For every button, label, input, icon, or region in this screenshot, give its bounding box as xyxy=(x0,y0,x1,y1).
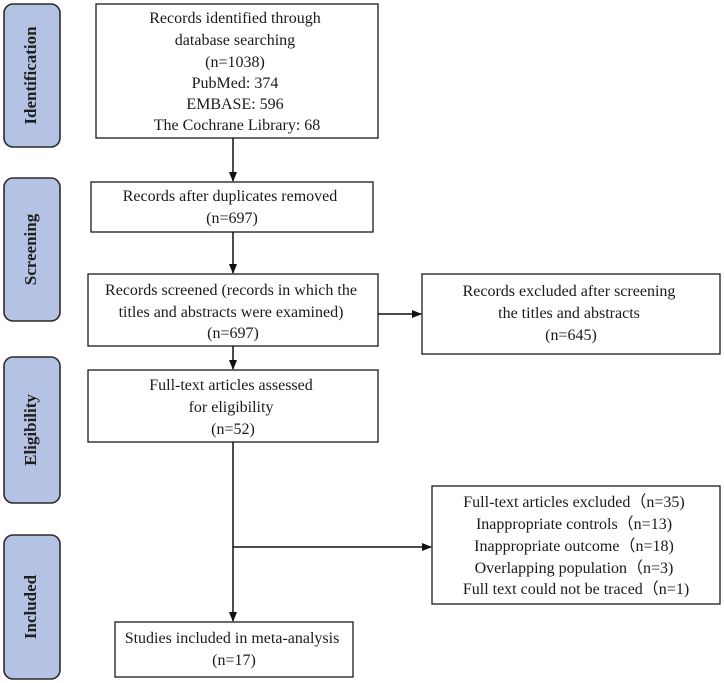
box-records-identified-line: PubMed: 374 xyxy=(192,75,279,92)
svg-text:Records screened (records in w: Records screened (records in which the t… xyxy=(105,282,361,342)
stage-screening-label: Screening xyxy=(21,213,40,285)
stage-screening: Screening xyxy=(3,177,61,322)
box-fulltext-excluded-line: Inappropriate outcome（n=18) xyxy=(474,537,674,555)
box-fulltext-assessed-line: (n=52) xyxy=(211,421,255,438)
box-fulltext-assessed-line: for eligibility xyxy=(189,399,274,416)
box-fulltext-assessed-line: Full-text articles assessed xyxy=(149,377,313,394)
box-records-excluded-line: the titles and abstracts xyxy=(498,305,640,322)
stage-identification-label: Identification xyxy=(21,26,40,125)
box-records-identified-line: EMBASE: 596 xyxy=(186,96,283,113)
stage-eligibility-label: Eligibility xyxy=(21,394,40,466)
stage-identification: Identification xyxy=(3,3,61,148)
box-records-identified-line: database searching xyxy=(175,32,295,49)
box-studies-included-line: Studies included in meta-analysis xyxy=(125,630,340,647)
box-records-screened-line: (n=697) xyxy=(207,325,259,342)
box-duplicates-removed-line: Records after duplicates removed xyxy=(123,188,338,205)
svg-text:Records identified through: Records identified through database sear… xyxy=(149,10,325,134)
box-duplicates-removed: Records after duplicates removed (n=697) xyxy=(90,181,374,233)
box-fulltext-assessed: Full-text articles assessed for eligibil… xyxy=(87,369,379,443)
svg-text:Full-text articles excluded（n=: Full-text articles excluded（n=35) Inappr… xyxy=(463,493,689,598)
stage-eligibility: Eligibility xyxy=(3,356,61,504)
stage-included: Included xyxy=(3,534,61,680)
box-fulltext-excluded-line: Full text could not be traced（n=1) xyxy=(463,580,689,598)
box-studies-included-line: (n=17) xyxy=(212,652,256,669)
box-records-identified: Records identified through database sear… xyxy=(95,3,379,139)
box-studies-included: Studies included in meta-analysis (n=17) xyxy=(114,621,354,678)
stage-included-label: Included xyxy=(21,574,40,639)
box-fulltext-excluded-line: Overlapping population（n=3) xyxy=(475,559,674,577)
svg-text:Records excluded after screeni: Records excluded after screening the tit… xyxy=(463,283,680,344)
box-fulltext-excluded: Full-text articles excluded（n=35) Inappr… xyxy=(431,485,721,605)
svg-text:Studies included in meta-analy: Studies included in meta-analysis (n=17) xyxy=(125,630,344,669)
box-records-excluded-line: (n=645) xyxy=(545,327,597,344)
box-records-screened: Records screened (records in which the t… xyxy=(87,273,379,347)
box-records-screened-line: titles and abstracts were examined) xyxy=(119,304,344,321)
box-records-identified-line: The Cochrane Library: 68 xyxy=(154,117,321,134)
box-fulltext-excluded-line: Full-text articles excluded（n=35) xyxy=(463,493,684,511)
box-records-screened-line: Records screened (records in which the xyxy=(105,282,357,299)
box-records-identified-line: Records identified through xyxy=(149,10,321,27)
box-fulltext-excluded-line: Inappropriate controls（n=13) xyxy=(476,515,672,533)
svg-text:Records after duplicates remov: Records after duplicates removed (n=697) xyxy=(123,188,342,227)
box-records-excluded-line: Records excluded after screening xyxy=(463,283,676,300)
svg-text:Full-text articles assessed: Full-text articles assessed for eligibil… xyxy=(149,377,317,438)
box-records-excluded-screening: Records excluded after screening the tit… xyxy=(421,273,721,355)
box-records-identified-line: (n=1038) xyxy=(205,54,265,71)
box-duplicates-removed-line: (n=697) xyxy=(206,210,258,227)
